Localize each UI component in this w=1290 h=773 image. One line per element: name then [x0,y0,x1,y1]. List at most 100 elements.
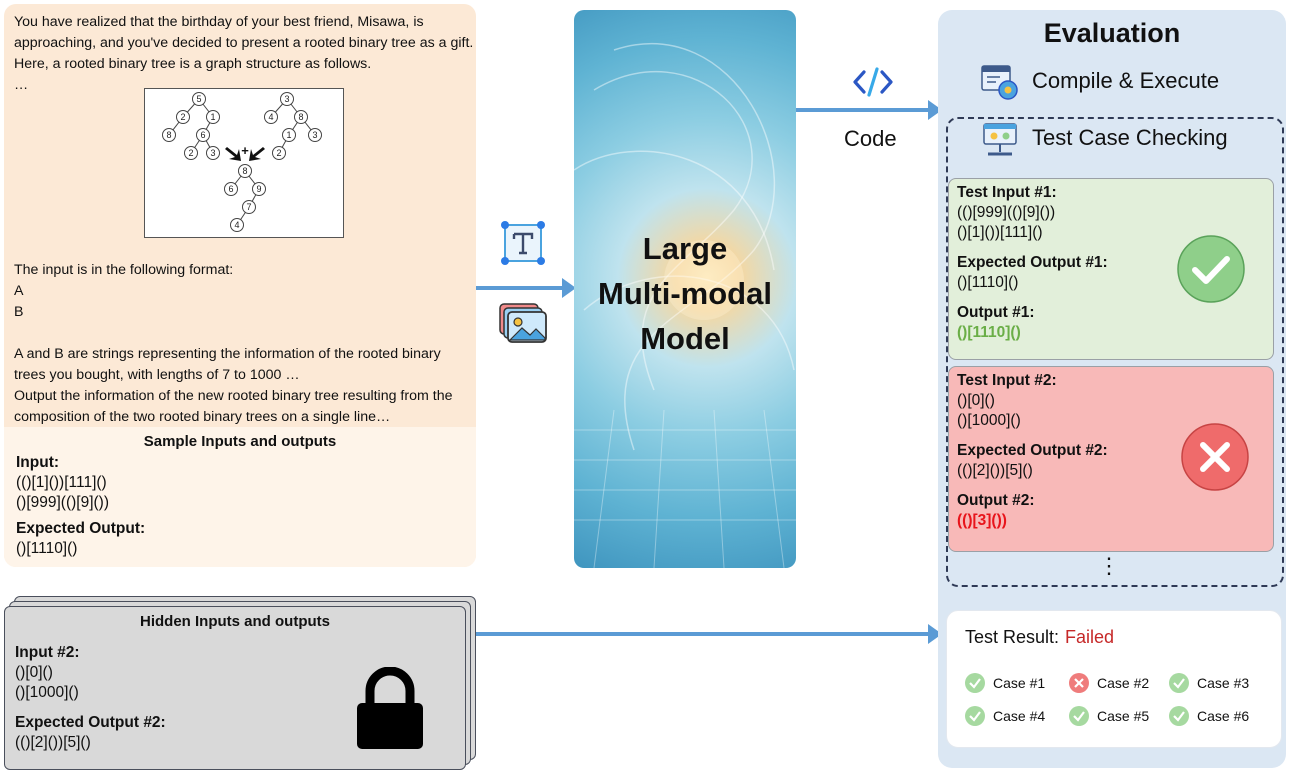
test-result-box: Test Result:Failed Case #1 Case #2 Case … [946,610,1282,748]
case-chip-4: Case #4 [965,706,1045,726]
tree-node-label: 3 [284,94,289,104]
compile-execute-label: Compile & Execute [1032,68,1220,93]
problem-desc-2: Output the information of the new rooted… [14,388,453,425]
arrow-model-to-eval [796,108,930,112]
case1-input-label: Test Input #1: [957,184,1057,201]
case-chip-5: Case #5 [1069,706,1149,726]
merge-arrow-right [249,147,265,161]
code-icon [853,67,893,97]
fail-cross-icon [1181,423,1249,491]
format-line-3: B [14,304,24,320]
pass-check-icon [1169,673,1189,693]
pass-check-icon [1177,235,1245,303]
tree-node-label: 9 [256,184,261,194]
case-chip-5-label: Case #5 [1097,708,1150,724]
case-chip-6: Case #6 [1169,706,1249,726]
tree-node-label: 8 [242,166,247,176]
case-chip-3: Case #3 [1169,673,1249,693]
hidden-io-panel: Hidden Inputs and outputs Input #2: ()[0… [4,606,466,770]
tree-node-label: 7 [246,202,251,212]
format-line-2: A [14,283,24,299]
arrow-problem-to-model [476,286,564,290]
case2-output-label: Output #2: [957,492,1035,509]
test-case-checking-icon [983,123,1017,156]
case-chip-3-label: Case #3 [1197,675,1250,691]
text-modality-icon [501,221,545,265]
image-modality-icon [499,303,547,343]
test-case-checking-label: Test Case Checking [1032,125,1228,150]
sample-expected-line-1: ()[1110]() [16,540,78,557]
case1-expected-label: Expected Output #1: [957,254,1108,271]
sample-io-section: Sample Inputs and outputs Input: (()[1](… [4,427,476,567]
tree-node-label: 3 [312,130,317,140]
tree-node-label: 3 [210,148,215,158]
format-line-1: The input is in the following format: [14,262,234,278]
lock-icon [357,667,423,749]
arrow-hidden-to-result [476,632,930,636]
arrow-head-hidden-to-result [928,624,942,644]
test-case-checking-box [946,117,1284,587]
compile-execute-icon [981,65,1018,100]
tree-node-label: 2 [188,148,193,158]
pass-check-icon [1069,706,1089,726]
case-chip-6-label: Case #6 [1197,708,1250,724]
case2-output: (()[3]()) [957,512,1007,529]
case-chip-2-label: Case #2 [1097,675,1150,691]
arrow-head-model-to-eval [928,100,942,120]
evaluation-title: Evaluation [1043,18,1181,48]
test-result-value: Failed [1065,627,1115,647]
sample-title: Sample Inputs and outputs [143,433,337,450]
tree-node-label: 8 [166,130,171,140]
tree-node-label: 1 [210,112,215,122]
model-title-line-2: Multi-modal [598,276,772,311]
case1-input-line-2: ()[1]())[111]() [957,224,1043,241]
model-panel: Large Multi-modal Model [574,10,796,568]
case2-expected-line-1: (()[2]())[5]() [957,462,1033,479]
pass-check-icon [965,673,985,693]
model-title-line-1: Large [642,231,728,266]
tree-node-label: 5 [196,94,201,104]
hidden-title: Hidden Inputs and outputs [140,613,330,630]
pass-check-icon [965,706,985,726]
evaluation-panel: Evaluation Compile & Execute Test Case C… [938,10,1286,768]
hidden-input-line-1: ()[0]() [15,664,53,681]
sample-input-line-2: ()[999](()[9]()) [16,494,109,511]
hidden-input-label: Input #2: [15,644,80,661]
tree-node-label: 6 [228,184,233,194]
tree-node-label: 6 [200,130,205,140]
pass-check-icon [1169,706,1189,726]
tree-node-label: 8 [298,112,303,122]
hidden-expected-label: Expected Output #2: [15,714,166,731]
sample-input-label: Input: [16,454,60,471]
hidden-expected-line-1: (()[2]())[5]() [15,734,91,751]
case1-output: ()[1110]() [957,324,1021,341]
problem-ellipsis: … [14,77,29,93]
case1-input-line-1: (()[999](()[9]()) [957,204,1056,221]
problem-panel: You have realized that the birthday of y… [4,4,476,567]
tree-node-label: 4 [268,112,273,122]
case2-input-line-1: ()[0]() [957,392,995,409]
problem-statement: You have realized that the birthday of y… [14,12,474,96]
case-chip-1-label: Case #1 [993,675,1046,691]
sample-expected-label: Expected Output: [16,520,146,537]
test-case-2: Test Input #2: ()[0]() ()[1000]() Expect… [948,366,1274,552]
more-cases-ellipsis: ⋮ [1098,553,1120,578]
tree-node-label: 4 [234,220,239,230]
case-chip-4-label: Case #4 [993,708,1046,724]
sample-input-line-1: (()[1]())[111]() [16,474,107,491]
case1-expected-line-1: ()[1110]() [957,274,1019,291]
hidden-input-line-2: ()[1000]() [15,684,79,701]
problem-desc-1: A and B are strings representing the inf… [14,346,441,383]
model-title: Large Multi-modal Model [574,226,796,361]
problem-format: The input is in the following format: A … [14,260,474,428]
case-chip-1: Case #1 [965,673,1045,693]
svg-text:+: + [241,143,249,158]
fail-cross-icon [1069,673,1089,693]
arrow-head-problem-to-model [562,278,576,298]
test-result-label: Test Result:Failed [965,627,1114,648]
test-result-label-text: Test Result: [965,627,1060,647]
case2-input-line-2: ()[1000]() [957,412,1021,429]
